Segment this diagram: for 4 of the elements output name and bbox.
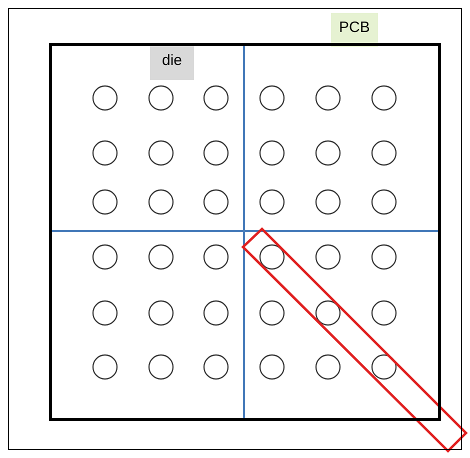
die-outline <box>49 43 441 421</box>
board-outline <box>8 8 462 450</box>
region-label: PCB <box>331 13 378 47</box>
region-label: die <box>150 46 194 80</box>
